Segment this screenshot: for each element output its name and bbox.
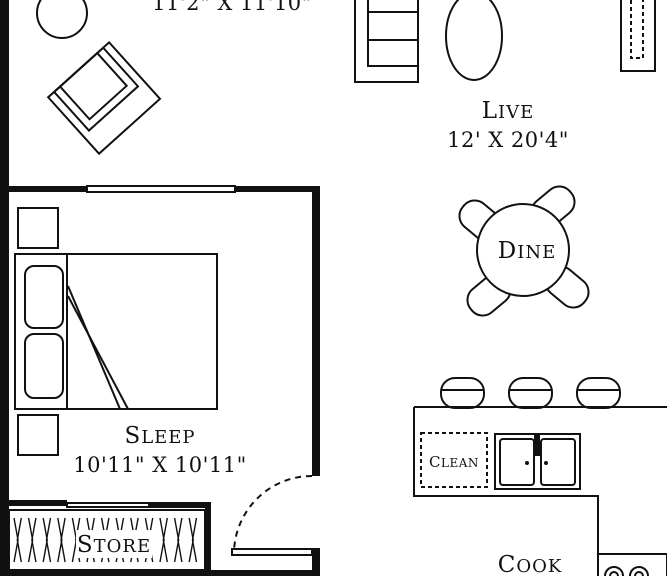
clean-label: CLEAN (429, 453, 479, 471)
bar-stool (576, 377, 621, 409)
outer-wall-bottom (0, 570, 320, 576)
sleep-door-swing (233, 475, 313, 553)
dishwasher (420, 432, 488, 488)
live-dimensions: 12' X 20'4" (447, 128, 569, 152)
store-label-bg (76, 530, 152, 558)
double-sink (494, 433, 581, 490)
live-label: LIVE (482, 98, 535, 124)
sleep-room-walls (9, 185, 320, 576)
cook-label: COOK (498, 552, 563, 576)
pillow (24, 333, 64, 399)
dine-label: DINE (498, 238, 556, 264)
outer-wall-left (0, 0, 9, 576)
closet-hanger (162, 517, 168, 563)
closet-hanger (191, 517, 198, 563)
top-left-room-dimensions: 11'2" X 11'10" (152, 0, 312, 15)
pillow (24, 265, 64, 329)
sofa (354, 0, 419, 83)
tv-console (620, 0, 656, 72)
closet-hanger (45, 517, 52, 563)
store-closet-walls (8, 500, 211, 572)
sleep-dimensions: 10'11" X 10'11" (73, 453, 247, 477)
bed (14, 253, 218, 410)
dining-table (476, 203, 570, 297)
nightstand (17, 207, 59, 249)
closet-hanger (60, 517, 66, 563)
stove-burner-icon (604, 566, 624, 576)
bar-stool (508, 377, 553, 409)
side-table-round (36, 0, 88, 39)
closet-hanger (177, 517, 183, 563)
stove (597, 553, 667, 576)
closet-hanger (16, 517, 22, 563)
kitchen-counter (413, 377, 667, 576)
sleep-label: SLEEP (124, 423, 195, 449)
coffee-table-oval (445, 0, 503, 81)
bar-stool (440, 377, 485, 409)
stove-burner-icon (629, 566, 649, 576)
armchair (46, 40, 162, 156)
dining-set (458, 185, 590, 317)
store-label: STORE (77, 532, 151, 558)
nightstand (17, 414, 59, 456)
closet-hanger (31, 517, 37, 563)
